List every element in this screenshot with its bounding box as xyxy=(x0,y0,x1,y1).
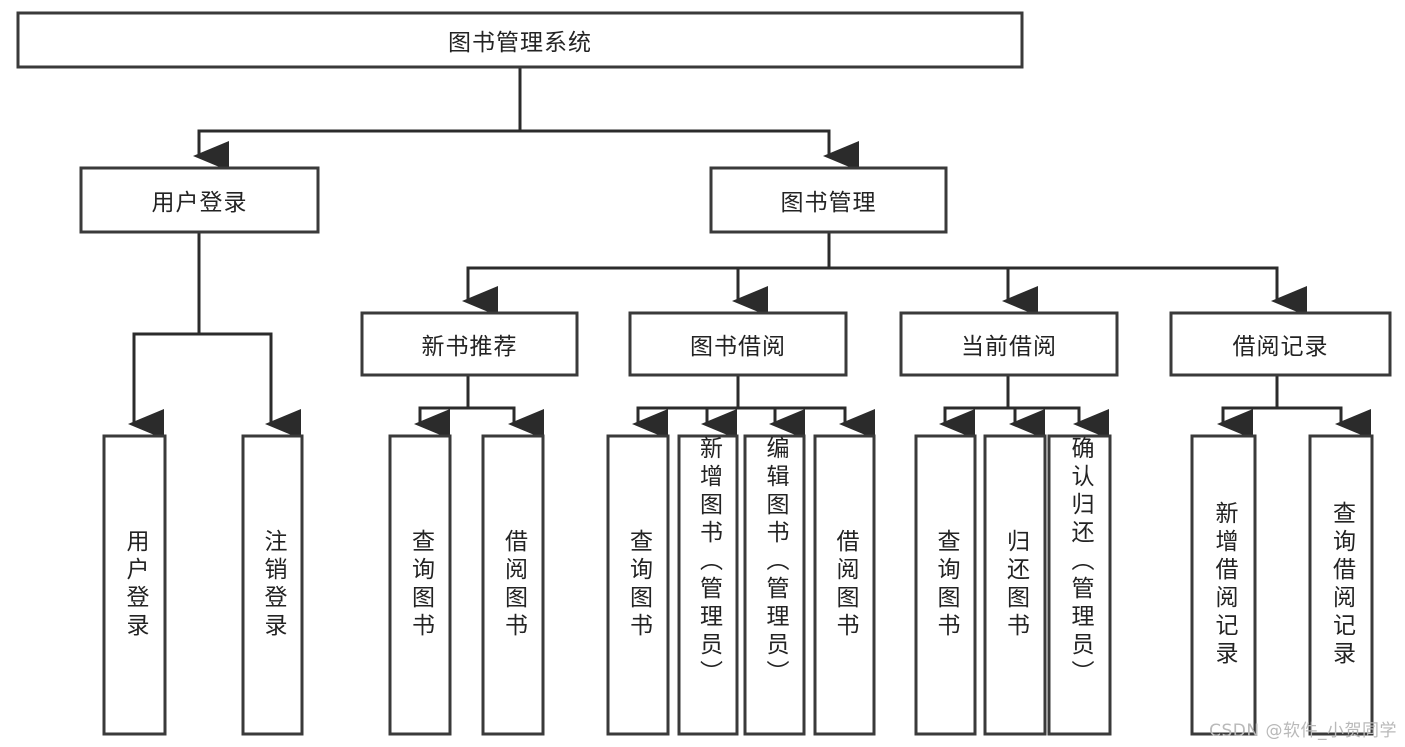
box-leaf-return-book xyxy=(983,434,1047,736)
box-leaf-logout xyxy=(241,434,304,736)
box-leaf-borrow-book-1 xyxy=(481,434,545,736)
box-leaf-query-book-3 xyxy=(914,434,977,736)
box-leaf-add-book xyxy=(677,434,739,736)
box-borrow-record xyxy=(1169,311,1392,377)
box-leaf-query-record xyxy=(1308,434,1374,736)
box-book-borrow xyxy=(628,311,848,377)
box-leaf-user-login xyxy=(102,434,167,736)
box-leaf-edit-book xyxy=(743,434,806,736)
box-new-book-recommend xyxy=(360,311,579,377)
box-book-management xyxy=(709,166,948,234)
box-leaf-borrow-book-2 xyxy=(813,434,876,736)
box-leaf-add-record xyxy=(1190,434,1257,736)
box-leaf-query-book-2 xyxy=(606,434,670,736)
csdn-watermark: CSDN @软件_小贺同学 xyxy=(1209,721,1397,741)
box-leaf-query-book-1 xyxy=(388,434,452,736)
box-current-borrow xyxy=(899,311,1119,377)
box-leaf-confirm-return xyxy=(1047,434,1112,736)
box-user-login xyxy=(79,166,320,234)
box-root xyxy=(16,11,1024,69)
